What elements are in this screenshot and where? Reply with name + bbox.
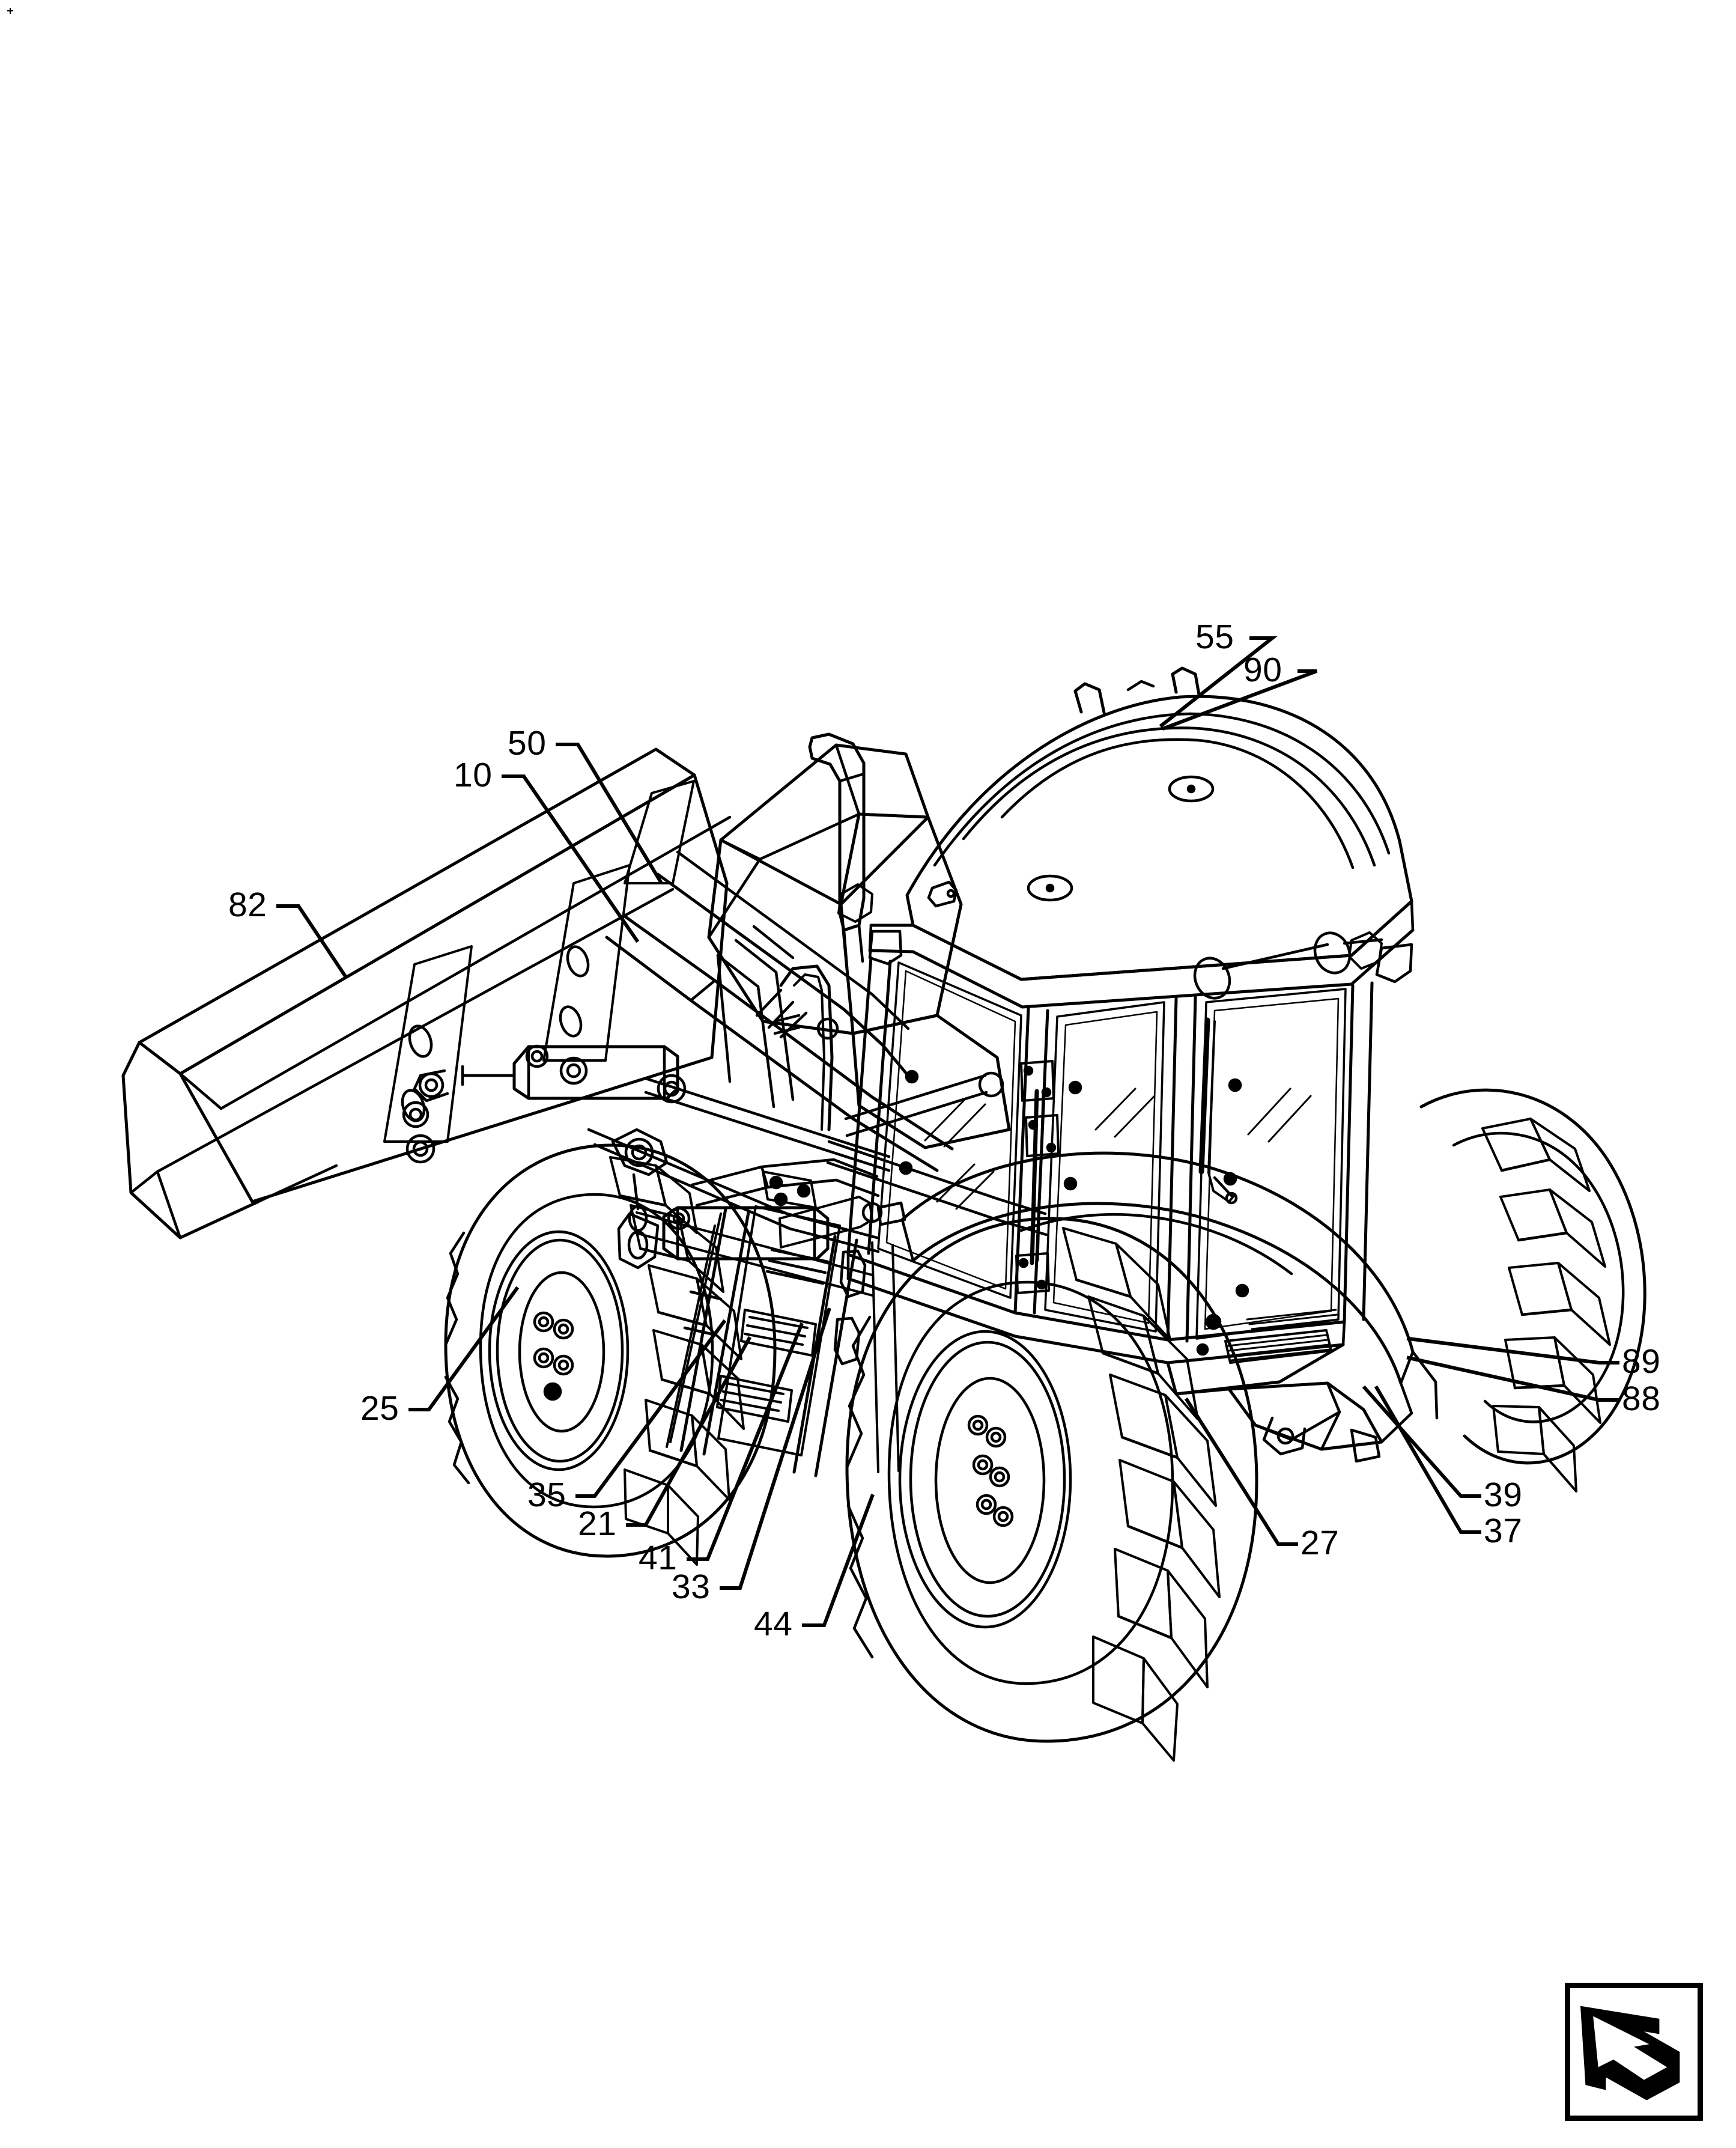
callout-label-50: 50	[508, 724, 547, 762]
rear-wheel-right	[1419, 1088, 1646, 1492]
rear-step	[1227, 1381, 1383, 1463]
callout-label-82: 82	[228, 886, 267, 924]
loader-arms	[587, 850, 954, 1253]
callout-label-39: 39	[1484, 1476, 1523, 1514]
callout-label-27: 27	[1300, 1524, 1340, 1562]
rear-louvre-vent	[1196, 1309, 1340, 1364]
callout-label-88: 88	[1622, 1380, 1661, 1418]
callout-label-33: 33	[672, 1568, 711, 1606]
cab	[837, 666, 1415, 1396]
callout-label-90: 90	[1243, 651, 1282, 689]
callout-label-21: 21	[578, 1505, 617, 1543]
view-direction-arrow-icon	[1565, 1983, 1703, 2121]
callout-label-35: 35	[527, 1476, 566, 1514]
callout-label-89: 89	[1622, 1342, 1661, 1381]
exhaust-stack	[808, 732, 866, 969]
registration-mark-icon	[7, 8, 13, 14]
callout-label-25: 25	[360, 1389, 399, 1428]
handrail	[773, 964, 839, 1131]
callout-label-41: 41	[639, 1539, 678, 1577]
callout-label-44: 44	[754, 1605, 793, 1643]
callout-label-55: 55	[1195, 618, 1234, 656]
callout-label-10: 10	[454, 756, 493, 794]
callout-label-37: 37	[1484, 1512, 1523, 1550]
